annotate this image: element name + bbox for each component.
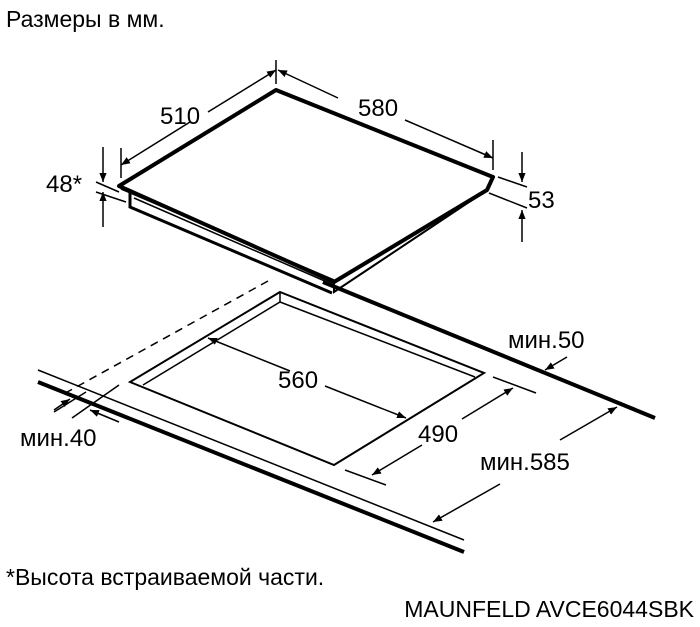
model-name: MAUNFELD AVCE6044SBK (404, 596, 694, 622)
width-label: 580 (358, 95, 398, 122)
min-back-label: мин.50 (508, 327, 585, 354)
units-note: Размеры в мм. (6, 6, 165, 32)
hob-drawing (117, 88, 495, 295)
min-counter-depth-label: мин.585 (480, 449, 570, 476)
depth-label: 510 (160, 103, 200, 130)
cutout-depth-label: 490 (418, 421, 458, 448)
countertop-drawing (37, 280, 656, 554)
min-front-label: мин.40 (20, 425, 97, 452)
hob-dimension-lines (95, 60, 528, 242)
cutout-dimension-lines (53, 337, 618, 523)
footnote: *Высота встраиваемой части. (6, 564, 325, 590)
builtin-height-label: 48* (46, 171, 82, 198)
cutout-width-label: 560 (278, 367, 318, 394)
total-height-label: 53 (528, 187, 555, 214)
